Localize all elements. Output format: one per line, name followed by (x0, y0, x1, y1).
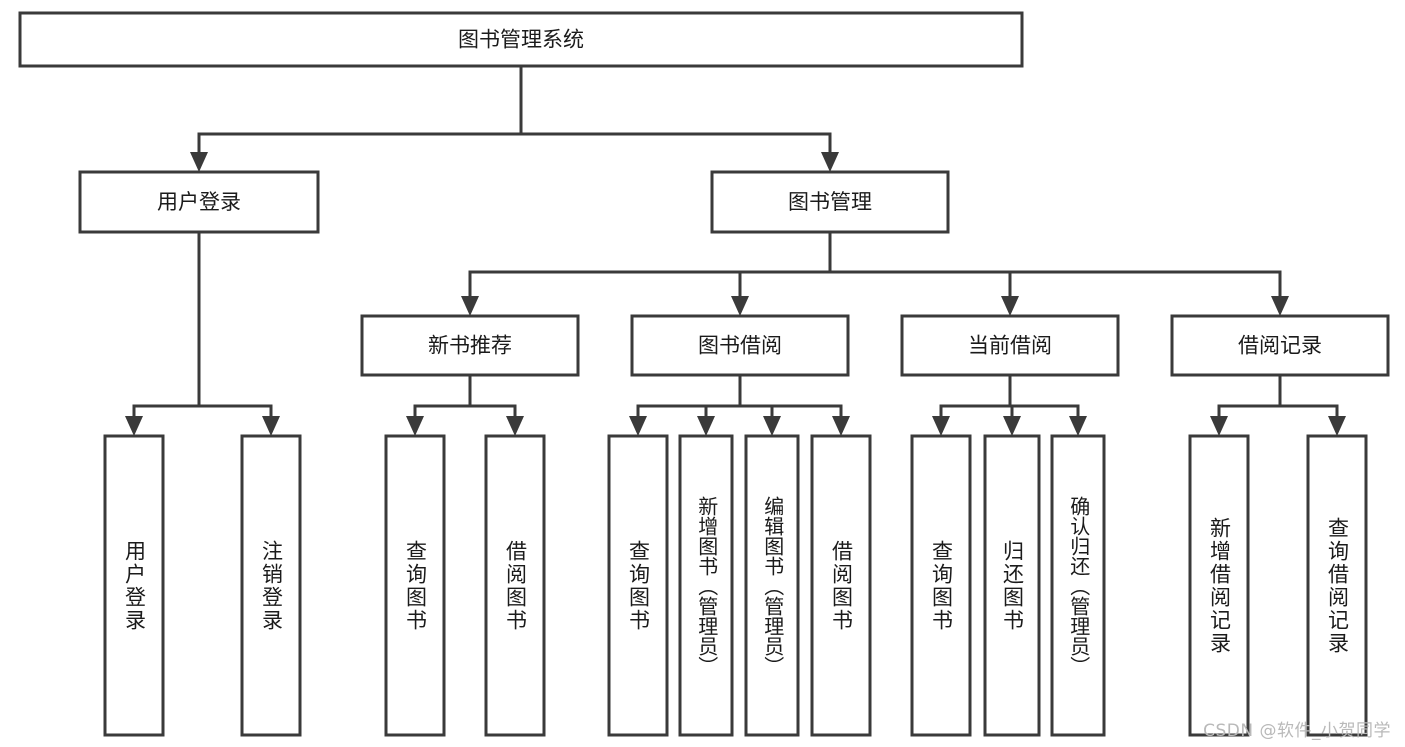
userlogin-to-leaves-branch-2-arrowhead (262, 416, 280, 436)
boxes-layer (18, 11, 1390, 737)
book-borrow-to-leaves-branch-1-arrowhead (629, 416, 647, 436)
node-box-leaf-logout-login[interactable] (240, 434, 302, 737)
node-box-current-borrow[interactable] (900, 314, 1120, 377)
root-to-level1-branch-1-arrowhead (190, 152, 208, 172)
current-borrow-to-leaves-branch-1-arrowhead (932, 416, 950, 436)
bookmgmt-to-level2-branch-3-arrowhead (1001, 296, 1019, 316)
current-borrow-to-leaves-branch-3-arrowhead (1069, 416, 1087, 436)
bookmgmt-to-level2-branch-1-arrowhead (461, 296, 479, 316)
node-box-leaf-query-borrow-record[interactable] (1306, 434, 1368, 737)
node-box-new-book-recommend[interactable] (360, 314, 580, 377)
node-box-leaf-borrow-book[interactable] (810, 434, 872, 737)
node-box-leaf-add-book-admin[interactable] (678, 434, 734, 737)
node-label-current-borrow: 当前借阅 (968, 334, 1052, 358)
node-box-root[interactable] (18, 11, 1024, 68)
new-book-recommend-to-leaves-branch-2-arrowhead (506, 416, 524, 436)
node-box-leaf-query-book-recommend[interactable] (384, 434, 446, 737)
node-box-user-login[interactable] (78, 170, 320, 234)
connectors-layer (125, 64, 1346, 436)
node-box-leaf-borrow-book-recommend[interactable] (484, 434, 546, 737)
node-box-book-management[interactable] (710, 170, 950, 234)
book-borrow-to-leaves-branch-4-arrowhead (832, 416, 850, 436)
node-box-leaf-edit-book-admin[interactable] (744, 434, 800, 737)
node-box-leaf-confirm-return-admin[interactable] (1050, 434, 1106, 737)
borrow-record-to-leaves-branch-1-arrowhead (1210, 416, 1228, 436)
bookmgmt-to-level2-branch-2-arrowhead (731, 296, 749, 316)
book-borrow-to-leaves-branch-2-arrowhead (697, 416, 715, 436)
node-box-leaf-add-borrow-record[interactable] (1188, 434, 1250, 737)
node-box-leaf-return-book[interactable] (983, 434, 1041, 737)
root-to-level1-branch-2-arrowhead (821, 152, 839, 172)
node-box-leaf-user-login[interactable] (103, 434, 165, 737)
borrow-record-to-leaves-branch-2-arrowhead (1328, 416, 1346, 436)
node-label-borrow-record: 借阅记录 (1238, 334, 1322, 358)
node-label-user-login: 用户登录 (157, 190, 241, 214)
node-label-book-management: 图书管理 (788, 190, 872, 214)
node-box-book-borrow[interactable] (630, 314, 850, 377)
userlogin-to-leaves-branch-1-arrowhead (125, 416, 143, 436)
watermark-text: CSDN @软件_小贺同学 (1203, 721, 1391, 741)
book-borrow-to-leaves-branch-3-arrowhead (763, 416, 781, 436)
node-label-book-borrow: 图书借阅 (698, 334, 782, 358)
node-box-leaf-query-book-borrow[interactable] (607, 434, 669, 737)
node-label-new-book-recommend: 新书推荐 (428, 334, 512, 358)
bookmgmt-to-level2-branch-4-arrowhead (1271, 296, 1289, 316)
new-book-recommend-to-leaves-branch-1-arrowhead (406, 416, 424, 436)
current-borrow-to-leaves-branch-2-arrowhead (1003, 416, 1021, 436)
node-box-borrow-record[interactable] (1170, 314, 1390, 377)
node-box-leaf-query-book-current[interactable] (910, 434, 972, 737)
node-label-root: 图书管理系统 (458, 28, 584, 52)
